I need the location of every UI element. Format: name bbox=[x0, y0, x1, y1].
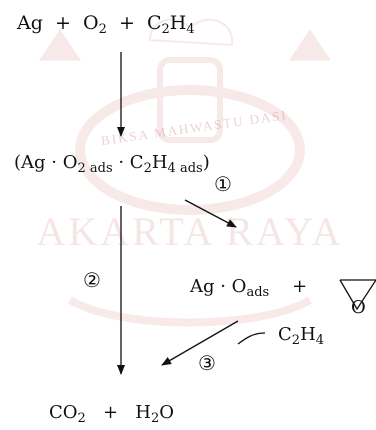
products-equation: CO2 + H2O bbox=[49, 402, 174, 426]
step-3-label: ③ bbox=[198, 351, 216, 375]
ethylene-feed-label: C2H4 bbox=[278, 324, 325, 348]
arrow-ethylene-feed bbox=[237, 332, 266, 345]
step-2-label: ② bbox=[83, 268, 101, 292]
arrow-step1 bbox=[184, 199, 237, 228]
intermediate-complex: (Ag · O2 ads · C2H4 ads) bbox=[14, 152, 210, 176]
step-1-label: ① bbox=[214, 172, 232, 196]
arrow-step3 bbox=[161, 320, 239, 366]
adsorbed-oxygen: Ag · Oads + bbox=[190, 276, 308, 300]
epoxide-oxygen: O bbox=[351, 297, 366, 318]
reactants-equation: Ag + O2 + C2H4 bbox=[17, 12, 195, 37]
